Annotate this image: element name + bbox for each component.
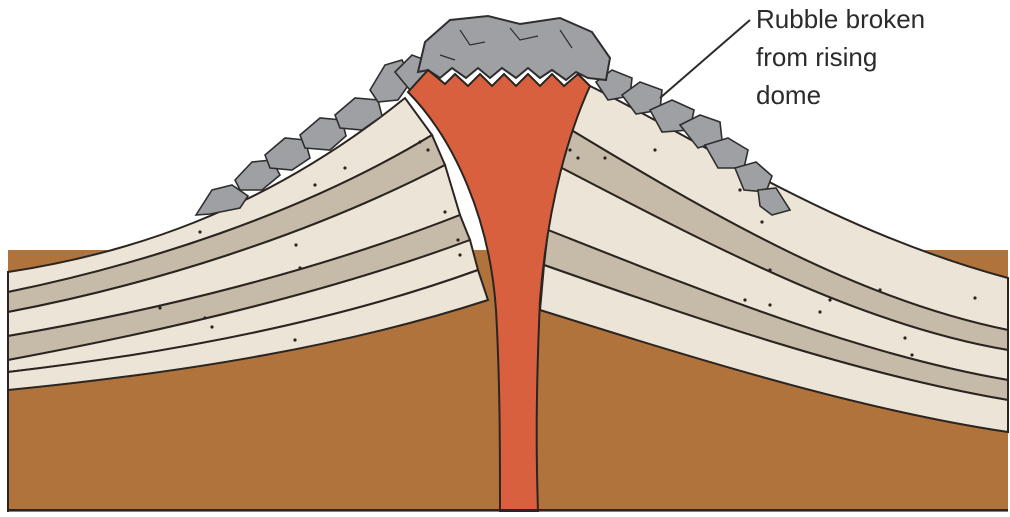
annotation-leader-line: [660, 20, 750, 98]
annotation-line-2: from rising: [756, 42, 877, 72]
annotation-line-3: dome: [756, 80, 821, 110]
rubble-crown: [418, 16, 610, 80]
annotation-line-1: Rubble broken: [756, 4, 925, 34]
